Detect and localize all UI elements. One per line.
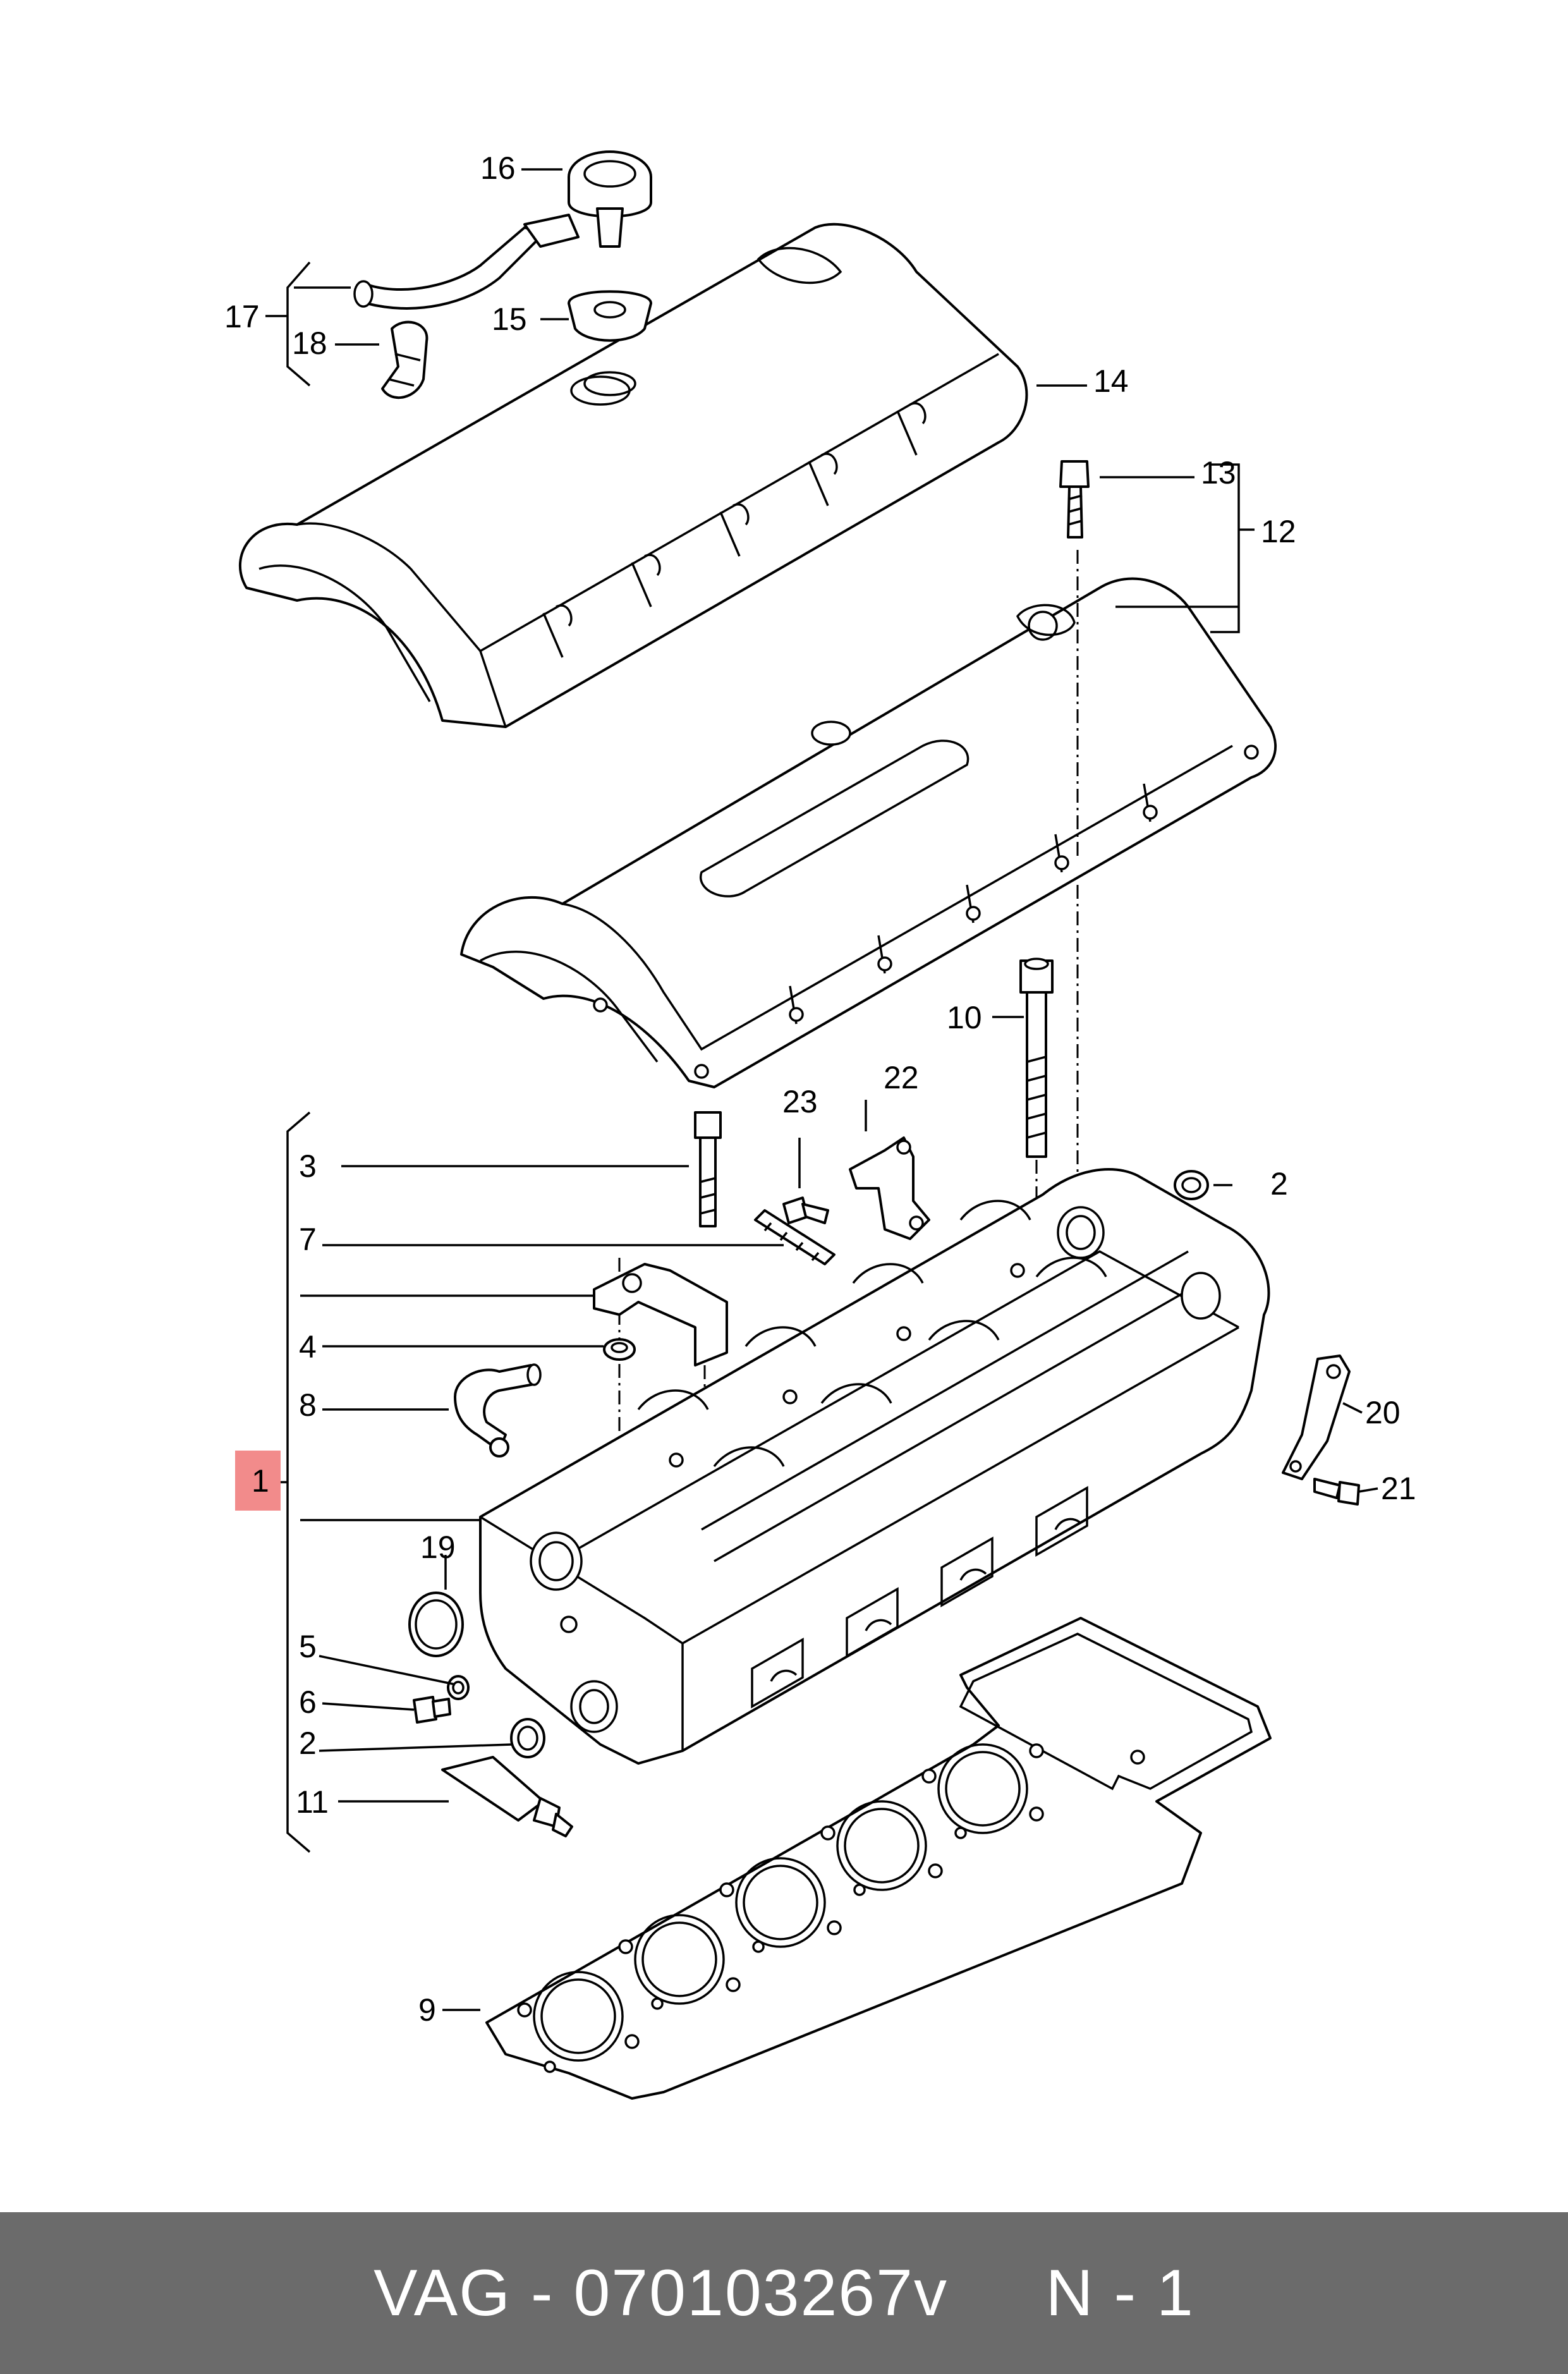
exploded-parts-diagram: 16 17 18 15 14 13 12 10 23 22 2 3 7 4 8 …: [224, 150, 1416, 2100]
callout-15: 15: [492, 301, 527, 337]
callout-9: 9: [418, 1992, 436, 2028]
spacer: [948, 2256, 1045, 2330]
engine-cover: [239, 222, 1028, 728]
callout-7: 7: [299, 1222, 317, 1257]
callout-13: 13: [1201, 455, 1236, 490]
callout-2-bottom: 2: [299, 1726, 317, 1761]
callout-3: 3: [299, 1148, 317, 1184]
callout-5: 5: [299, 1629, 317, 1664]
callout-4: 4: [299, 1329, 317, 1365]
part-info-footer: VAG - 070103267v N - 1: [0, 2212, 1568, 2374]
callout-19: 19: [420, 1530, 456, 1565]
callout-16: 16: [480, 150, 516, 186]
callout-23: 23: [782, 1084, 818, 1119]
callout-6: 6: [299, 1684, 317, 1720]
callout-20: 20: [1365, 1395, 1401, 1430]
callout-10: 10: [947, 1000, 982, 1035]
diagram-position: N - 1: [1045, 2256, 1194, 2330]
highlight-box: [235, 1451, 281, 1511]
cylinder-head: [479, 1168, 1270, 1765]
callout-11: 11: [296, 1784, 329, 1820]
callout-2-top: 2: [1270, 1166, 1288, 1202]
head-gasket: [485, 1617, 1272, 2100]
valve-cover: [460, 577, 1277, 1088]
part-number: 070103267v: [573, 2256, 949, 2330]
callout-labels: 16 17 18 15 14 13 12 10 23 22 2 3 7 4 8 …: [224, 150, 1416, 2028]
part-info-text: VAG - 070103267v N - 1: [374, 2256, 1194, 2331]
small-parts: [408, 1111, 1360, 1837]
breather-assembly: [353, 150, 652, 399]
cover-bolt: [1059, 460, 1090, 539]
callout-12: 12: [1261, 514, 1296, 549]
separator: -: [511, 2256, 574, 2330]
callout-21: 21: [1381, 1471, 1416, 1506]
callout-18: 18: [292, 326, 327, 361]
callout-17: 17: [224, 299, 260, 334]
brand-label: VAG: [374, 2256, 512, 2330]
callout-14: 14: [1093, 363, 1129, 399]
callout-1: 1: [252, 1463, 269, 1499]
head-bolt: [1019, 958, 1054, 1158]
callout-22: 22: [884, 1060, 919, 1095]
callout-8: 8: [299, 1387, 317, 1423]
